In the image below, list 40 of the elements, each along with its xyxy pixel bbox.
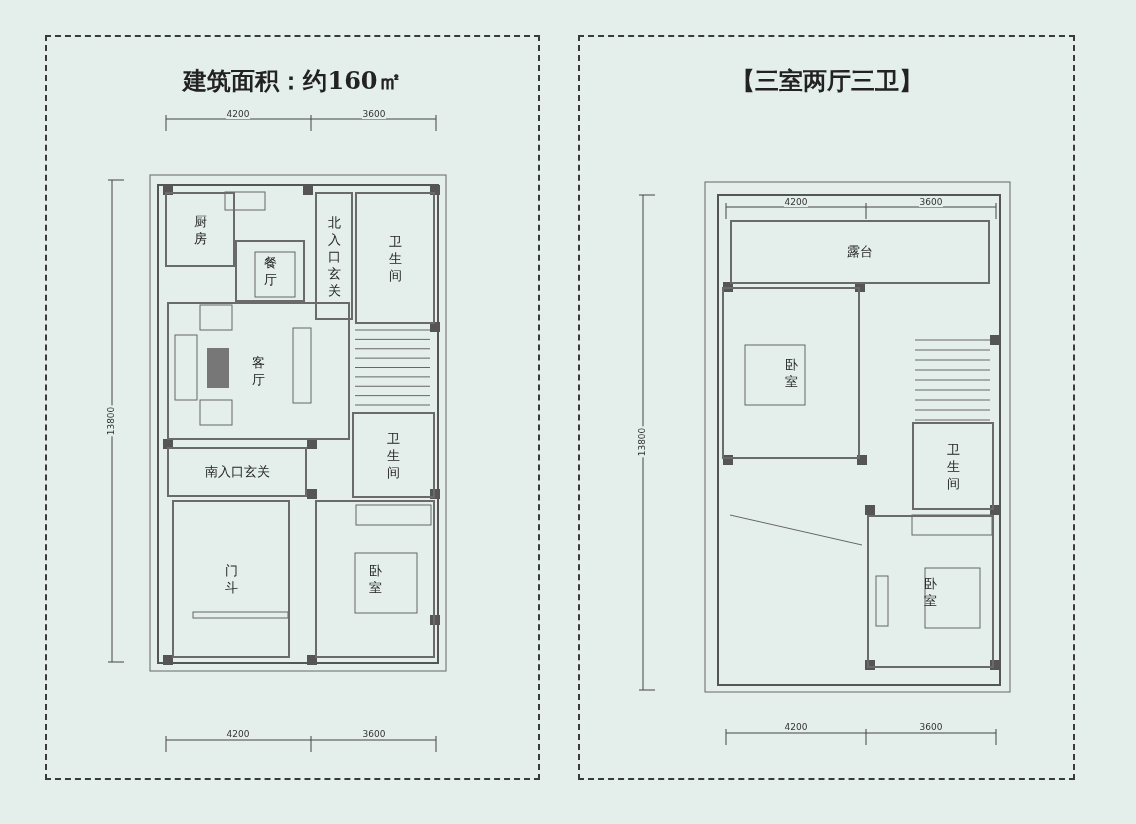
dimension-label: 13800 — [636, 426, 647, 458]
dimension-label: 3600 — [361, 109, 387, 119]
plan-title: 建筑面积：约160㎡ — [181, 65, 403, 97]
room-label: 卫生间 — [388, 232, 402, 284]
room-label: 卧室 — [784, 356, 798, 390]
room-outline — [165, 192, 235, 267]
room-label: 卧室 — [368, 562, 382, 596]
dimension-label: 13800 — [105, 405, 116, 437]
room-label: 南入口玄关 — [204, 463, 270, 481]
dimension-label: 4200 — [783, 722, 809, 732]
room-outline — [867, 515, 994, 668]
room-outline — [912, 422, 994, 510]
room-label: 卫生间 — [946, 440, 960, 492]
room-label: 餐厅 — [263, 254, 277, 288]
dimension-label: 4200 — [783, 197, 809, 207]
room-outline — [235, 240, 305, 302]
dimension-label: 4200 — [225, 729, 251, 739]
room-label: 厨房 — [193, 212, 207, 247]
plan-panel — [45, 35, 540, 780]
room-outline — [730, 220, 990, 284]
room-label: 卫生间 — [386, 429, 401, 481]
room-label: 门斗 — [224, 562, 238, 596]
room-label: 露台 — [847, 243, 873, 261]
dimension-label: 3600 — [918, 197, 944, 207]
room-outline — [167, 447, 307, 497]
room-outline — [722, 287, 860, 459]
room-outline — [355, 192, 435, 324]
room-label: 卧室 — [923, 574, 938, 609]
room-outline — [352, 412, 435, 498]
dimension-label: 3600 — [918, 722, 944, 732]
room-label: 客厅 — [251, 354, 266, 388]
plan-panel — [578, 35, 1075, 780]
room-outline — [172, 500, 290, 658]
room-outline — [315, 192, 353, 320]
plan-title: 【三室两厅三卫】 — [729, 65, 924, 97]
room-label: 北入口玄关 — [327, 213, 341, 299]
dimension-label: 3600 — [361, 729, 387, 739]
dimension-label: 4200 — [225, 109, 251, 119]
room-outline — [315, 500, 435, 658]
room-outline — [167, 302, 350, 440]
